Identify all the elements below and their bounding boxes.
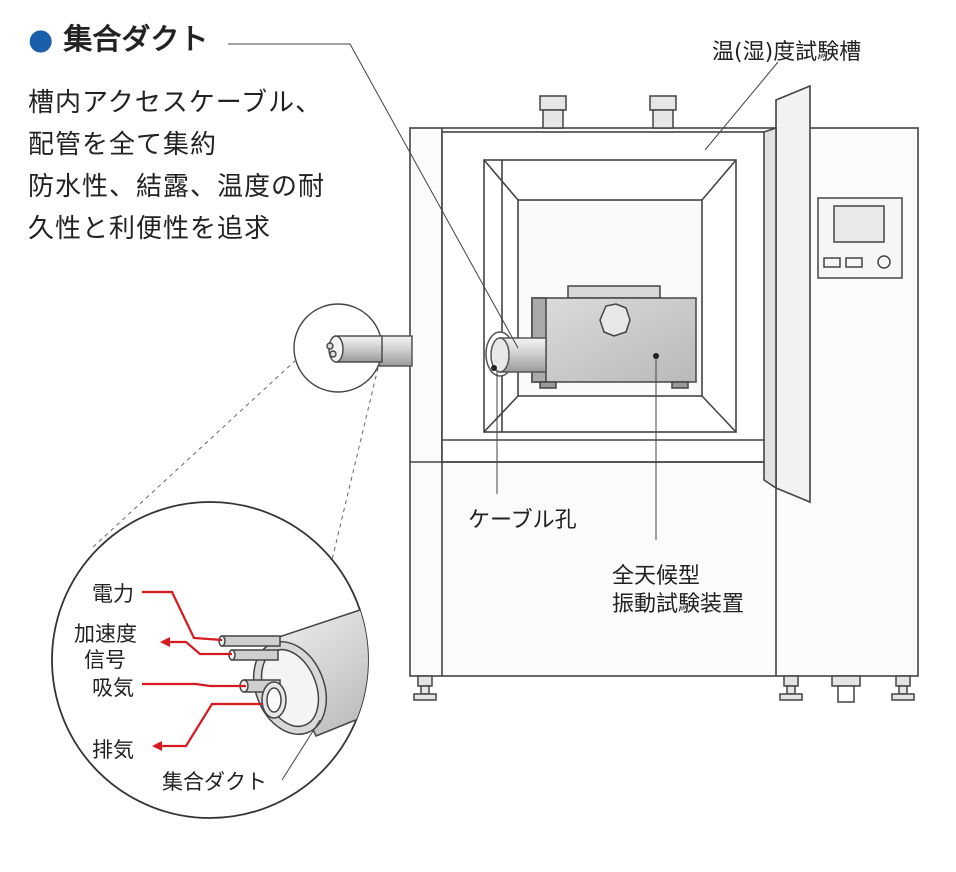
description-line-2: 配管を全て集約: [28, 130, 218, 160]
accel-label-line-1: 加速度: [74, 622, 137, 646]
power-label: 電力: [92, 582, 134, 606]
intake-line: [142, 682, 246, 688]
duct-label: 集合ダクト: [162, 770, 267, 794]
cable-hole-label: ケーブル孔: [468, 508, 577, 533]
zoom-guide-lines: [91, 359, 379, 561]
feature-heading: ● 集合ダクト: [28, 16, 208, 58]
exhaust-line: [160, 702, 262, 748]
vibration-test-device: [531, 285, 697, 389]
bullet-icon: ●: [28, 22, 54, 56]
heading-title: 集合ダクト: [63, 22, 209, 56]
leader-lines: [228, 43, 779, 781]
exhaust-arrow-icon: [152, 741, 162, 751]
accel-arrow-icon: [160, 637, 170, 647]
accel-line: [166, 640, 232, 656]
accel-label-line-2: 信号: [84, 648, 126, 672]
exhaust-label: 排気: [92, 738, 134, 762]
chamber-door: [763, 84, 811, 504]
description-line-4: 久性と利便性を追求: [28, 214, 272, 244]
intake-label: 吸気: [92, 676, 134, 700]
description-line-1: 槽内アクセスケーブル、: [28, 88, 323, 118]
red-lines: [142, 590, 262, 748]
device-label-line-2: 振動試験装置: [612, 592, 745, 617]
top-ports: [539, 95, 677, 129]
power-line: [142, 590, 223, 642]
arrow-heads: [152, 637, 170, 751]
duct-zoom-view: [51, 501, 369, 819]
description-line-3: 防水性、結露、温度の耐: [28, 172, 326, 202]
device-label-line-1: 全天候型: [612, 564, 701, 589]
magnifier-small: [293, 303, 383, 393]
control-panel: [817, 197, 903, 279]
chamber-label: 温(湿)度試験槽: [712, 40, 862, 65]
chamber-feet: [413, 675, 915, 703]
